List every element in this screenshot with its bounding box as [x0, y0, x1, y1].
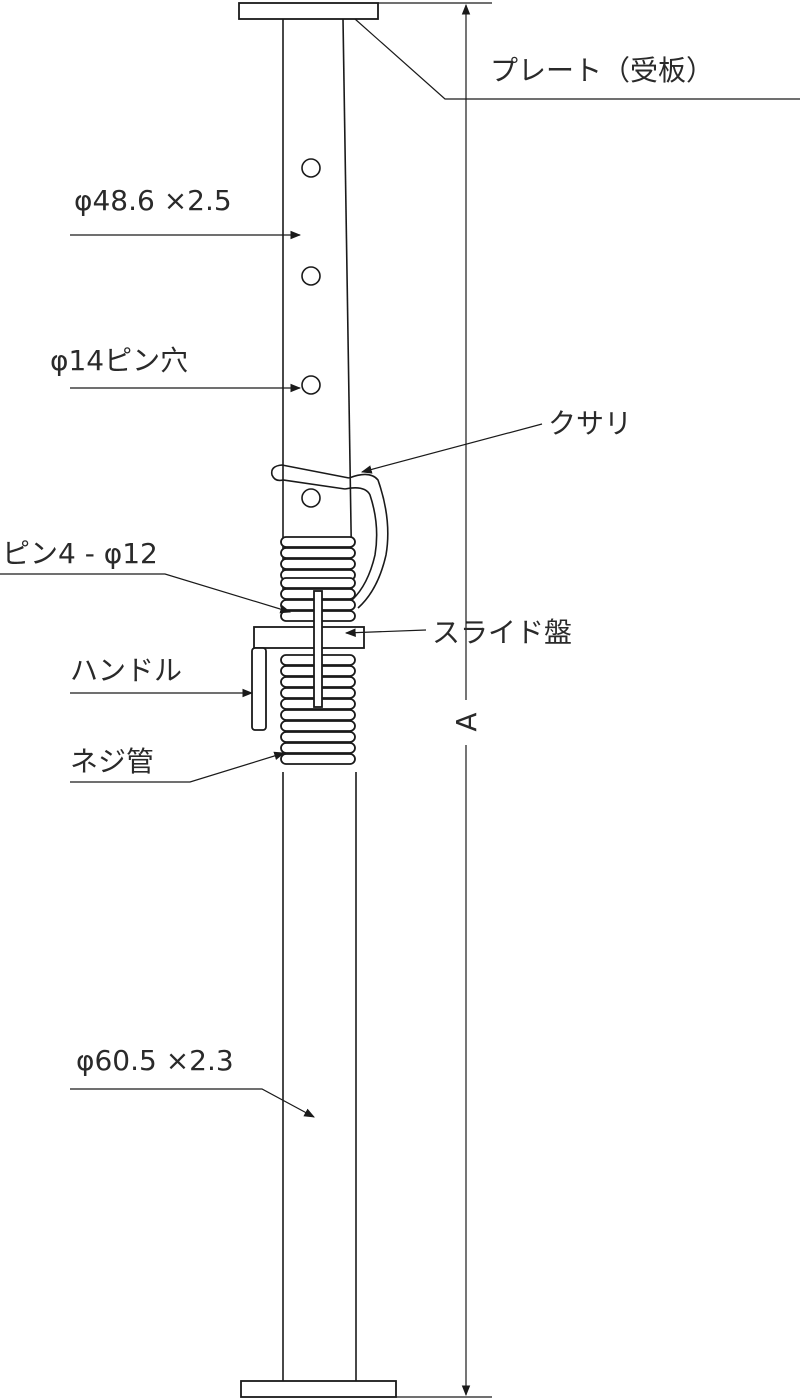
- pin-holes: [301, 158, 321, 508]
- screw-pipe-thread: [280, 536, 356, 765]
- dimension-label: A: [450, 712, 483, 731]
- thread-coil: [280, 577, 356, 589]
- leader-outer-pipe: φ60.5 ×2.3: [70, 1044, 315, 1118]
- handle: [251, 647, 267, 731]
- leader-pin: ピン4 - φ12: [0, 537, 292, 614]
- leader-pin-hole: φ14ピン穴: [50, 344, 302, 393]
- top-plate: [238, 2, 379, 20]
- leader-screw-pipe: ネジ管: [70, 745, 286, 783]
- leader-inner-pipe: φ48.6 ×2.5: [70, 184, 302, 240]
- label-screw-pipe: ネジ管: [70, 745, 154, 778]
- thread-coil: [280, 709, 356, 721]
- label-chain: クサリ: [548, 407, 632, 440]
- inner-pipe: [282, 18, 353, 591]
- thread-coil: [280, 753, 356, 765]
- label-handle: ハンドル: [70, 654, 182, 687]
- label-inner-pipe: φ48.6 ×2.5: [74, 184, 232, 217]
- thread-coil: [280, 731, 356, 743]
- leader-plate: プレート（受板）: [354, 18, 800, 100]
- slide-plate: [253, 626, 365, 649]
- leader-handle: ハンドル: [70, 654, 254, 698]
- outer-pipe: [282, 772, 357, 1381]
- label-slide-plate: スライド盤: [432, 616, 572, 649]
- dimension-a: A: [378, 2, 492, 1398]
- thread-coil: [280, 742, 356, 754]
- label-pin-hole: φ14ピン穴: [50, 344, 188, 377]
- thread-coil: [280, 720, 356, 732]
- label-plate: プレート（受板）: [490, 54, 714, 87]
- leader-slide-plate: スライド盤: [344, 616, 572, 649]
- label-pin: ピン4 - φ12: [2, 537, 158, 570]
- label-outer-pipe: φ60.5 ×2.3: [76, 1044, 234, 1077]
- leader-chain: クサリ: [360, 407, 632, 474]
- bottom-plate: [240, 1380, 397, 1398]
- thread-coil: [280, 547, 356, 559]
- thread-coil: [280, 536, 356, 548]
- chain: [270, 464, 389, 609]
- thread-coil: [280, 558, 356, 570]
- pin: [313, 590, 323, 708]
